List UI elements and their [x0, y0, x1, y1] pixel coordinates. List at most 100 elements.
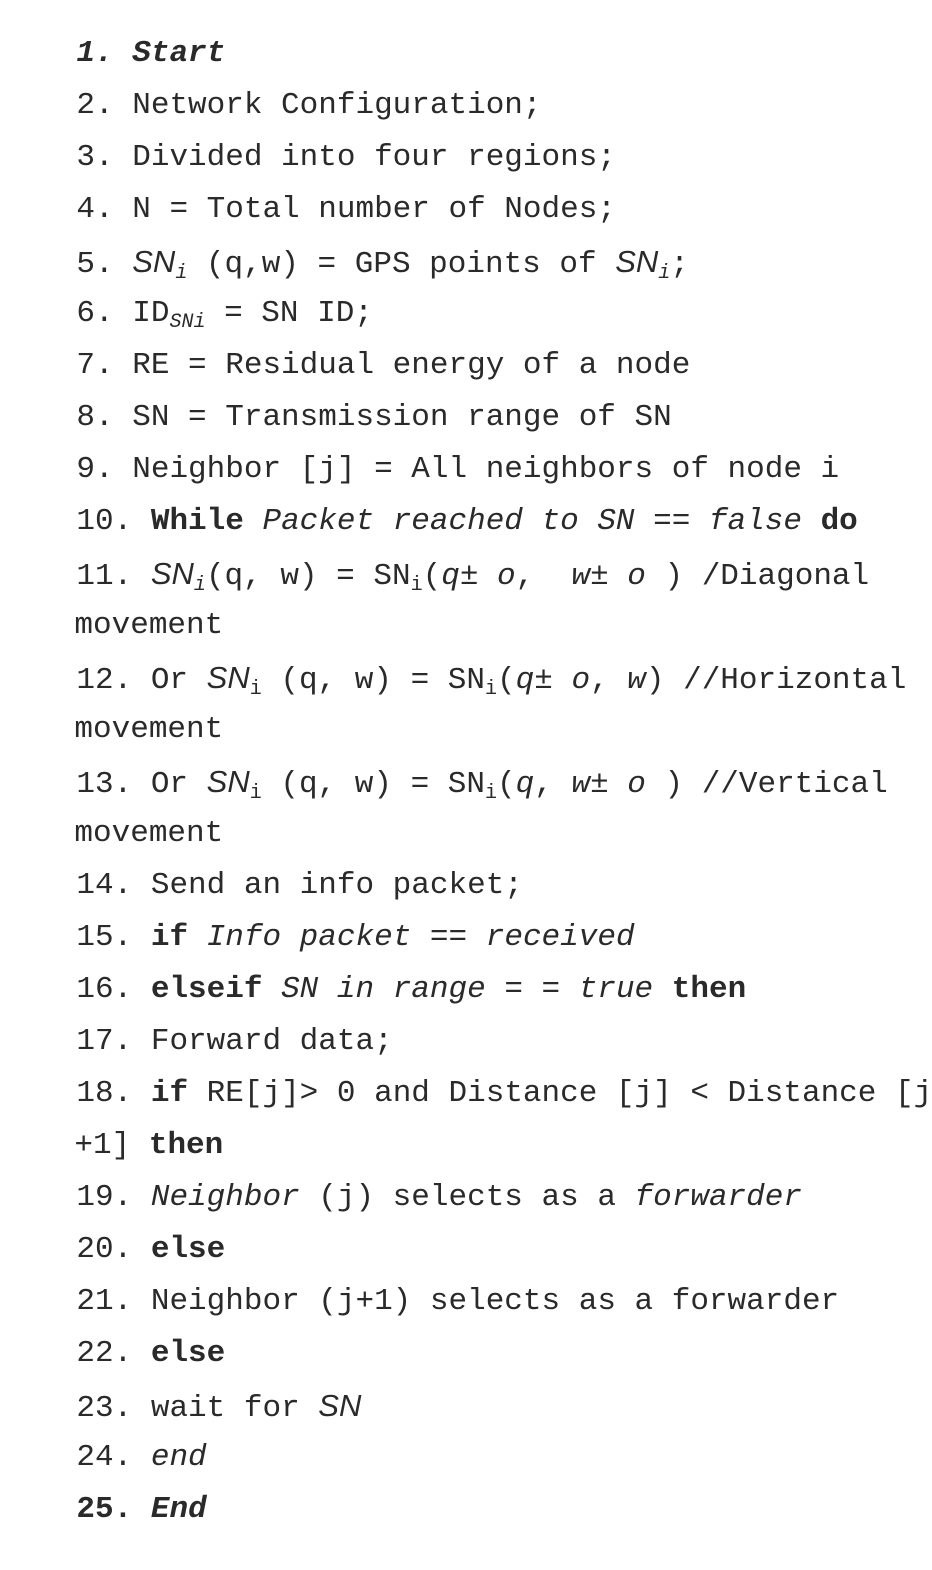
line-number: 2. [76, 88, 133, 123]
keyword-elseif: elseif [150, 972, 263, 1007]
line-text: (q,w) = GPS points of [187, 247, 616, 282]
line-9: 9. Neighbor [j] = All neighbors of node … [2, 410, 839, 487]
line-text: RE[j]> 0 and Distance [j] < Distance [j [188, 1076, 932, 1111]
line-number: 10. [76, 504, 151, 539]
line-text: ( [422, 559, 442, 594]
line-number: 6. [76, 296, 133, 331]
line-21: 21. Neighbor (j+1) selects as a forwarde… [2, 1242, 839, 1319]
line-number: 24. [76, 1440, 151, 1475]
line-text: 13. Or [76, 767, 207, 802]
line-number: 4. [76, 192, 133, 227]
line-text: (q, w) = SN [261, 663, 485, 698]
subscript: SNi [169, 311, 206, 334]
keyword-then: then [148, 1128, 224, 1163]
line-4: 4. N = Total number of Nodes; [2, 150, 616, 227]
space [653, 972, 672, 1007]
line-text: ( [497, 767, 516, 802]
var-q: q [515, 767, 535, 802]
line-22: 22. else [2, 1294, 225, 1371]
keyword-do: do [820, 504, 858, 539]
line-text: wait for [150, 1391, 319, 1426]
keyword-end: end [150, 1440, 207, 1475]
line-text: Neighbor (j+1) selects as a forwarder [150, 1284, 840, 1319]
operator: == [411, 920, 486, 955]
subscript: i [193, 574, 206, 597]
line-number: 19. [76, 1180, 151, 1215]
line-6: 6. IDSNi = SN ID; [2, 254, 372, 333]
subscript: i [485, 782, 498, 805]
line-1: 1. Start [2, 0, 225, 71]
var-q: q [515, 663, 535, 698]
line-7: 7. RE = Residual energy of a node [2, 306, 690, 383]
subscript: i [175, 262, 188, 285]
line-number: 22. [76, 1336, 151, 1371]
subscript: i [658, 262, 671, 285]
line-text: (j) selects as a [299, 1180, 635, 1215]
line-text: (q, w) = SN [261, 767, 485, 802]
line-text: movement [74, 816, 224, 851]
var-o: o [627, 767, 646, 802]
line-8: 8. SN = Transmission range of SN [2, 358, 671, 435]
line-25: 25. End [2, 1450, 206, 1527]
symbol-sn: SN [132, 244, 176, 279]
line-number: 5. [76, 247, 133, 282]
line-17: 17. Forward data; [2, 982, 392, 1059]
symbol-sn: SN [615, 244, 659, 279]
condition-text: Packet reached to SN [262, 504, 635, 539]
line-15: 15. if Info packet == received [2, 878, 634, 955]
line-number: 16. [76, 972, 151, 1007]
line-number: 8. [76, 400, 133, 435]
line-text: movement [74, 712, 224, 747]
line-number: 11. [76, 559, 151, 594]
value-false: false [708, 504, 802, 539]
line-text: ) /Diagonal [645, 559, 870, 594]
line-number: 23. [76, 1391, 151, 1426]
operator: = = [485, 972, 579, 1007]
keyword-then: then [671, 972, 747, 1007]
plus-minus: ± [590, 559, 628, 594]
line-number: 15. [76, 920, 151, 955]
plus-minus: ± [534, 663, 572, 698]
line-16: 16. elseif SN in range = = true then [2, 930, 746, 1007]
subscript: i [249, 678, 262, 701]
keyword-else: else [150, 1336, 226, 1371]
line-text: ) //Horizontal [645, 663, 907, 698]
line-14: 14. Send an info packet; [2, 826, 522, 903]
keyword-if: if [150, 920, 189, 955]
symbol-sn: SN [206, 764, 250, 799]
line-text: ID [132, 296, 170, 331]
plus-minus: ± [590, 767, 628, 802]
line-text: +1] [74, 1128, 149, 1163]
symbol-sn: SN [206, 660, 250, 695]
line-2: 2. Network Configuration; [2, 46, 541, 123]
line-text: 12. Or [76, 663, 207, 698]
term-neighbor: Neighbor [150, 1180, 300, 1215]
line-18-continued: +1] then [0, 1086, 223, 1163]
line-12-continued: movement [0, 670, 223, 747]
condition-text: Info packet [206, 920, 412, 955]
line-11-continued: movement [0, 566, 223, 643]
term-forwarder: forwarder [634, 1180, 802, 1215]
line-18: 18. if RE[j]> 0 and Distance [j] < Dista… [2, 1034, 932, 1111]
value-true: true [578, 972, 654, 1007]
line-19: 19. Neighbor (j) selects as a forwarder [2, 1138, 802, 1215]
line-3: 3. Divided into four regions; [2, 98, 616, 175]
line-20: 20. else [2, 1190, 225, 1267]
var-o: o [627, 559, 646, 594]
line-text: (q, w) = SN [205, 559, 411, 594]
line-text: RE = Residual energy of a node [132, 348, 691, 383]
line-text: , [534, 767, 572, 802]
keyword-if: if [150, 1076, 189, 1111]
line-13: 13. Or SNi (q, w) = SNi(q, w± o ) //Vert… [2, 722, 887, 804]
line-number: 3. [76, 140, 133, 175]
keyword-while: While [150, 504, 244, 539]
line-text: ) //Vertical [645, 767, 888, 802]
subscript: i [249, 782, 262, 805]
line-text: Forward data; [150, 1024, 393, 1059]
subscript: i [410, 574, 423, 597]
line-text: N = Total number of Nodes; [132, 192, 616, 227]
line-text: , [590, 663, 628, 698]
line-5: 5. SNi (q,w) = GPS points of SNi; [2, 202, 688, 284]
line-24: 24. end [2, 1398, 206, 1475]
line-number: 21. [76, 1284, 151, 1319]
